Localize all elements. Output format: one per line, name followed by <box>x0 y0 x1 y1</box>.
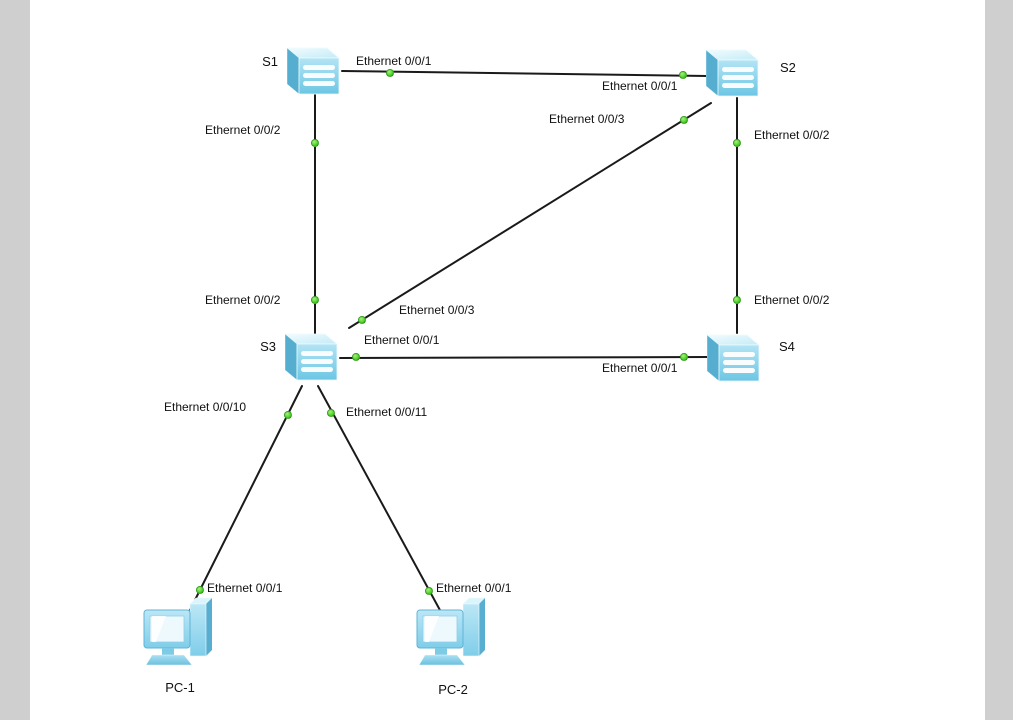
port-up-indicator-s3-s2s3 <box>358 316 366 324</box>
switch-icon <box>706 49 760 97</box>
port-label-pc1: Ethernet 0/0/1 <box>207 581 283 595</box>
node-label-s2: S2 <box>780 60 796 75</box>
port-label-s2-s2s3: Ethernet 0/0/3 <box>549 112 625 126</box>
switch-icon <box>707 334 761 382</box>
left-margin <box>0 0 30 720</box>
pc-icon <box>416 597 486 666</box>
port-up-indicator-s3-s3s4 <box>352 353 360 361</box>
port-label-s1-s1s3: Ethernet 0/0/2 <box>205 123 281 137</box>
node-label-s4: S4 <box>779 339 795 354</box>
port-up-indicator-s1-s1s2 <box>386 69 394 77</box>
pc-icon <box>143 597 213 666</box>
node-s4[interactable] <box>707 331 763 385</box>
port-up-indicator-s3-s1s3 <box>311 296 319 304</box>
port-up-indicator-s1-s1s3 <box>311 139 319 147</box>
port-label-s3-s1s3: Ethernet 0/0/2 <box>205 293 281 307</box>
node-s1[interactable] <box>287 44 343 98</box>
link-s3-s4[interactable] <box>339 356 711 359</box>
node-label-s1: S1 <box>262 54 278 69</box>
port-label-s3-pc1: Ethernet 0/0/10 <box>164 400 247 414</box>
switch-icon <box>287 47 341 95</box>
port-up-indicator-s3-pc1 <box>284 411 292 419</box>
port-label-s3-pc2: Ethernet 0/0/11 <box>346 405 428 419</box>
right-margin <box>985 0 1013 720</box>
port-label-s2-s1s2: Ethernet 0/0/1 <box>602 79 678 93</box>
port-up-indicator-s2-s1s2 <box>679 71 687 79</box>
port-up-indicator-s2-s2s3 <box>680 116 688 124</box>
node-s3[interactable] <box>285 330 341 384</box>
link-s1-s2[interactable] <box>341 70 708 77</box>
node-label-pc2: PC-2 <box>438 682 468 697</box>
port-label-s4-s3s4: Ethernet 0/0/1 <box>602 361 678 375</box>
switch-icon <box>285 333 339 381</box>
port-label-s2-s2s4: Ethernet 0/0/2 <box>754 128 830 142</box>
port-up-indicator-pc2 <box>425 587 433 595</box>
link-s3-pc2[interactable] <box>317 385 442 613</box>
node-pc1[interactable] <box>142 594 218 678</box>
port-up-indicator-s4-s2s4 <box>733 296 741 304</box>
port-label-s3-s2s3: Ethernet 0/0/3 <box>399 303 475 317</box>
port-label-s3-s3s4: Ethernet 0/0/1 <box>364 333 440 347</box>
node-s2[interactable] <box>706 46 762 100</box>
port-up-indicator-s3-pc2 <box>327 409 335 417</box>
node-pc2[interactable] <box>415 594 491 678</box>
link-s2-s3[interactable] <box>348 102 712 329</box>
node-label-pc1: PC-1 <box>165 680 195 695</box>
port-up-indicator-s4-s3s4 <box>680 353 688 361</box>
port-label-pc2: Ethernet 0/0/1 <box>436 581 512 595</box>
port-label-s4-s2s4: Ethernet 0/0/2 <box>754 293 830 307</box>
link-s3-pc1[interactable] <box>188 385 303 613</box>
port-up-indicator-s2-s2s4 <box>733 139 741 147</box>
port-up-indicator-pc1 <box>196 586 204 594</box>
node-label-s3: S3 <box>260 339 276 354</box>
port-label-s1-s1s2: Ethernet 0/0/1 <box>356 54 432 68</box>
